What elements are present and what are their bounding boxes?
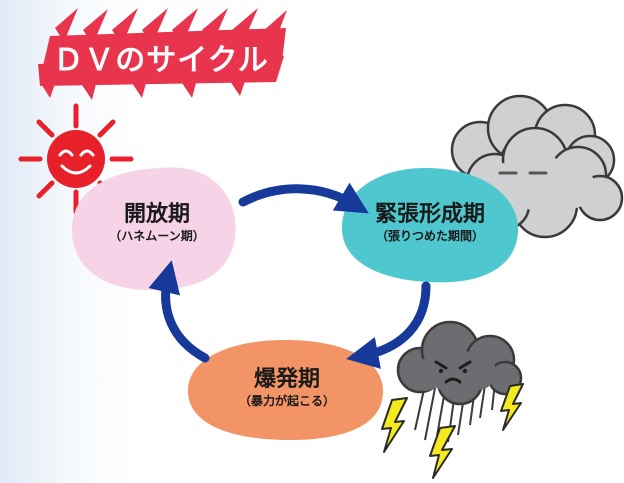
explosion-stage-desc: （暴力が起こる）	[238, 394, 335, 408]
explosion-stage-blob	[187, 340, 384, 440]
arrow-honeymoon-to-tension	[238, 182, 369, 214]
honeymoon-stage-name: 開放期	[123, 202, 190, 227]
honeymoon-stage: 開放期 （ハネムーン期）	[102, 202, 212, 244]
tension-stage-blob	[341, 168, 519, 283]
arrow-tension-to-explosion	[346, 281, 431, 369]
honeymoon-stage-blob	[72, 167, 236, 290]
tension-stage: 緊張形成期 （張りつめた期間）	[360, 202, 500, 244]
honeymoon-stage-desc: （ハネムーン期）	[109, 229, 205, 243]
cycle-arrows	[148, 182, 431, 369]
diagram-title: ＤＶのサイクル	[53, 43, 269, 78]
title-banner	[38, 8, 287, 100]
tension-stage-name: 緊張形成期	[374, 202, 485, 227]
storm-cloud-icon	[396, 320, 523, 443]
arrow-explosion-to-honeymoon	[148, 260, 210, 363]
explosion-stage: 爆発期 （暴力が起こる）	[222, 367, 352, 409]
sun-icon	[18, 103, 134, 215]
tension-stage-desc: （張りつめた期間）	[375, 229, 485, 243]
lightning-icon	[381, 383, 524, 479]
explosion-stage-name: 爆発期	[253, 367, 320, 392]
